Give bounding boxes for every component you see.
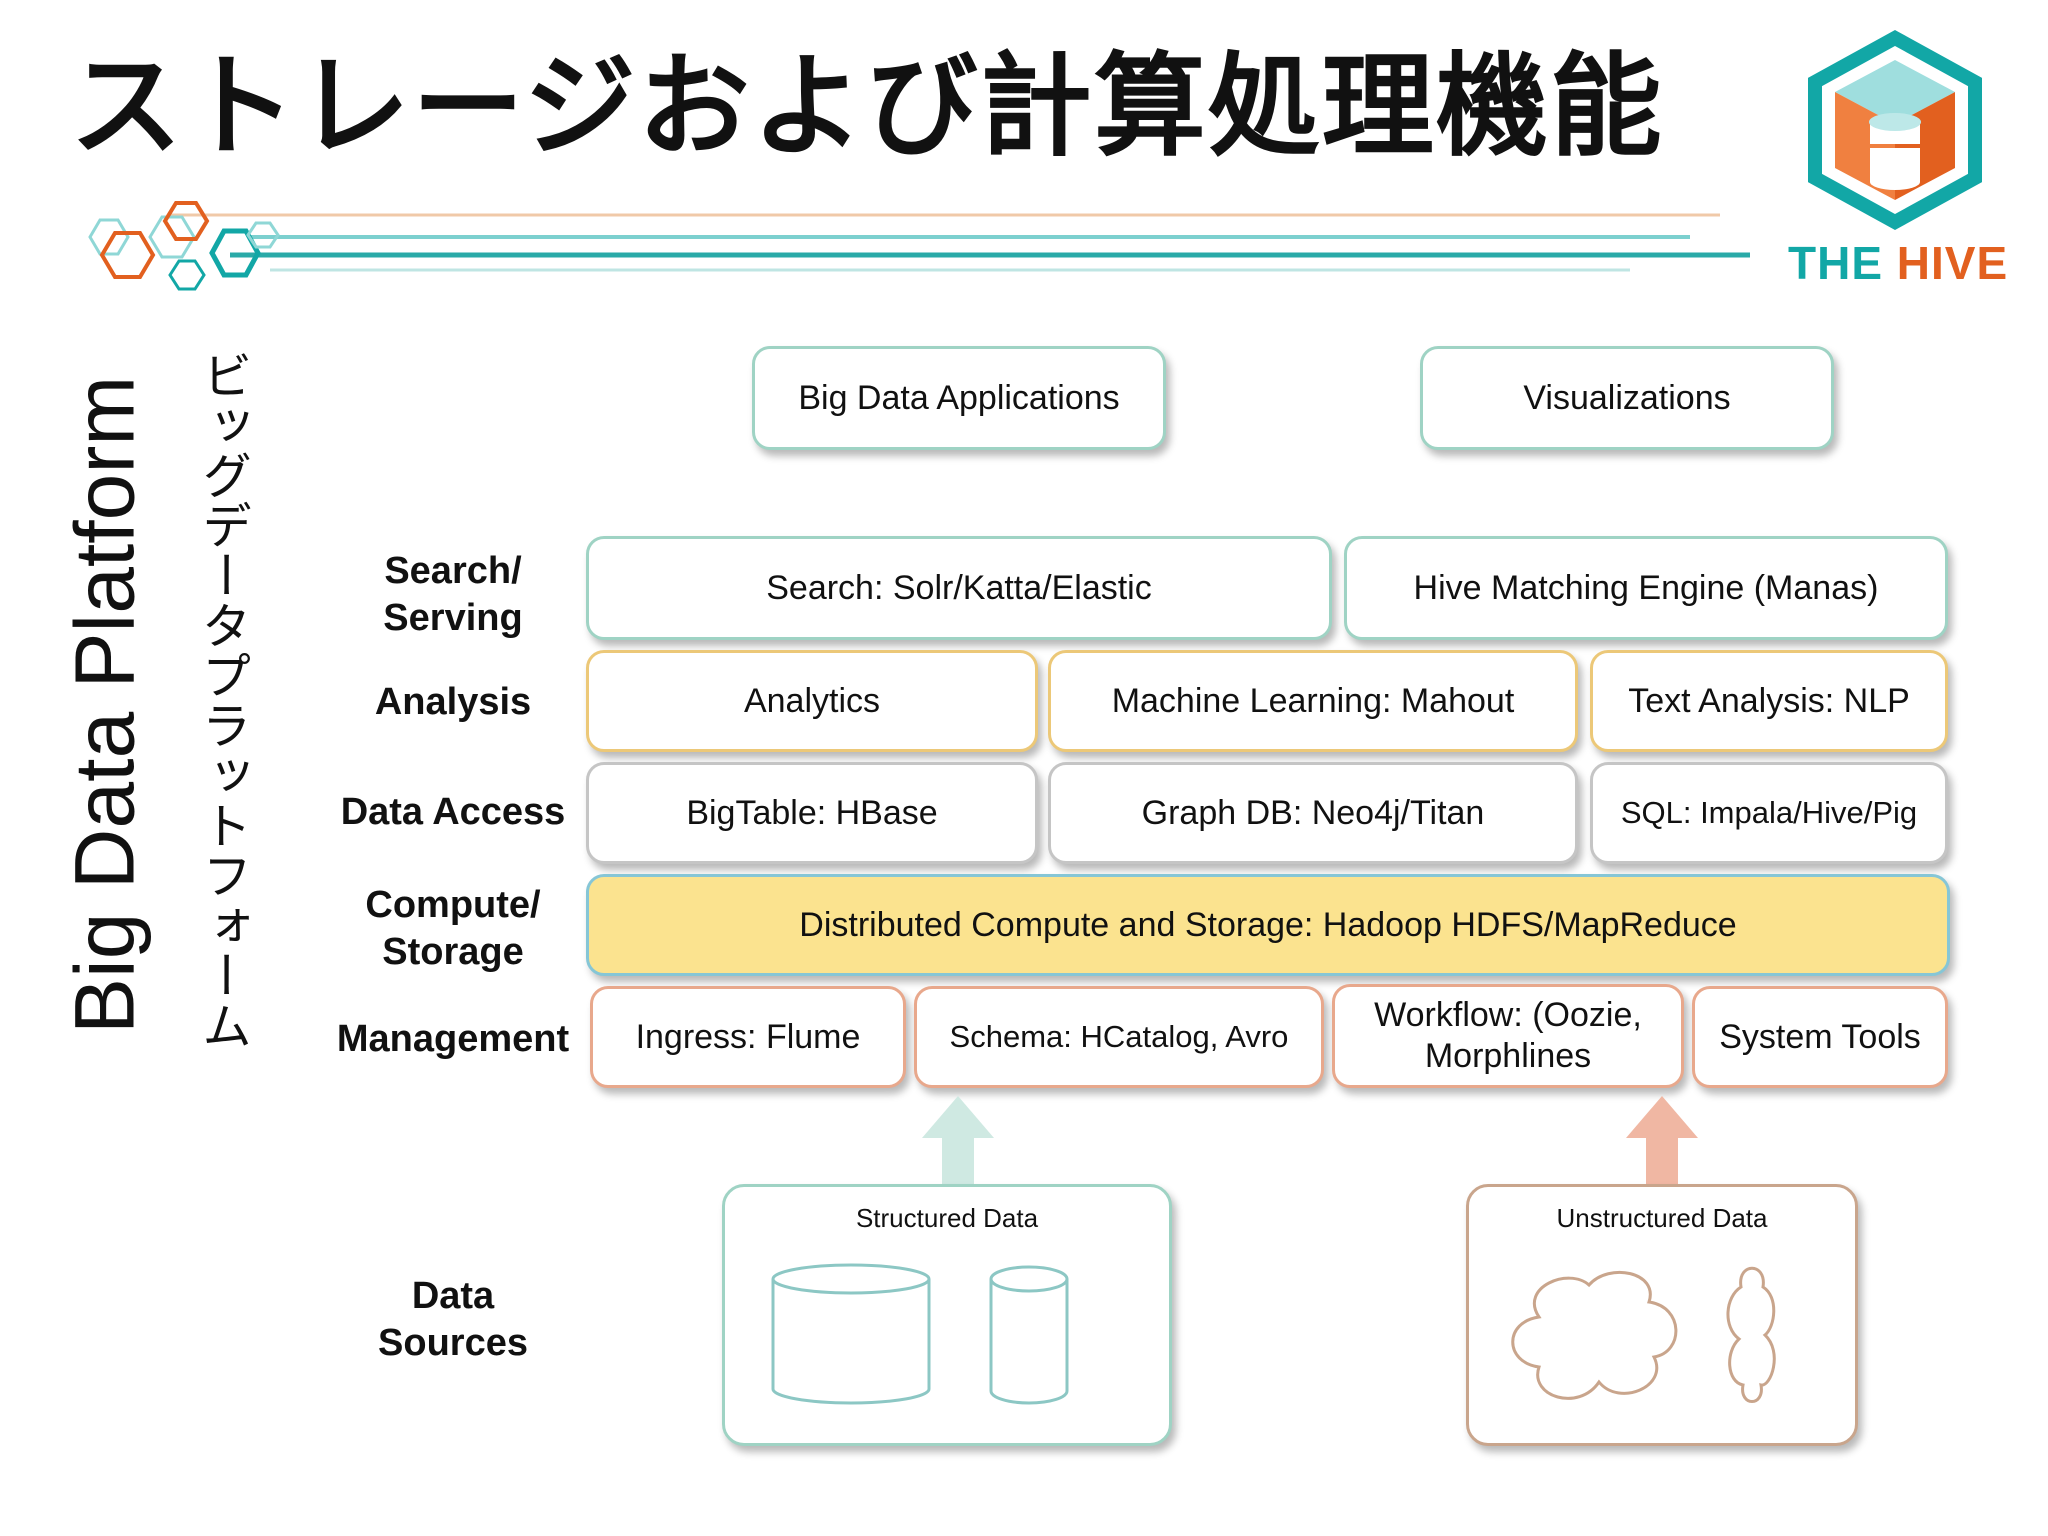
layer-label-data-access: Data Access [340, 791, 566, 834]
structured-data-box: Structured Data [722, 1184, 1172, 1446]
the-hive-logo-icon [1808, 30, 1982, 230]
schema-hcatalog-box: Schema: HCatalog, Avro [914, 986, 1324, 1088]
hexagon-line-decoration [88, 201, 1750, 291]
structured-data-up-arrow [922, 1096, 994, 1184]
graph-db-box: Graph DB: Neo4j/Titan [1048, 762, 1578, 864]
logo-word-the: THE [1788, 237, 1883, 289]
sql-box: SQL: Impala/Hive/Pig [1590, 762, 1948, 864]
text-analysis-box: Text Analysis: NLP [1590, 650, 1948, 752]
unstructured-data-box: Unstructured Data [1466, 1184, 1858, 1446]
layer-label-management: Management [336, 1018, 570, 1061]
search-solr-box: Search: Solr/Katta/Elastic [586, 536, 1332, 640]
visualizations-box: Visualizations [1420, 346, 1834, 450]
big-data-platform-japanese-label: ビッグデータプラットフォーム [194, 350, 252, 1050]
machine-learning-box: Machine Learning: Mahout [1048, 650, 1578, 752]
layer-label-search-serving: Search/ Serving [383, 549, 523, 640]
layer-label-data-sources: Data Sources [378, 1274, 528, 1365]
page-title: ストレージおよび計算処理機能 [70, 42, 1664, 172]
unstructured-data-up-arrow [1626, 1096, 1698, 1184]
system-tools-box: System Tools [1692, 986, 1948, 1088]
layer-label-compute-storage: Compute/ Storage [365, 883, 541, 974]
analytics-box: Analytics [586, 650, 1038, 752]
ingress-flume-box: Ingress: Flume [590, 986, 906, 1088]
logo-wordmark: THE HIVE [1788, 236, 2008, 290]
big-data-applications-box: Big Data Applications [752, 346, 1166, 450]
layer-label-analysis: Analysis [374, 681, 532, 724]
workflow-oozie-box: Workflow: (Oozie, Morphlines [1332, 984, 1684, 1088]
hive-matching-engine-box: Hive Matching Engine (Manas) [1344, 536, 1948, 640]
distributed-compute-box: Distributed Compute and Storage: Hadoop … [586, 874, 1950, 976]
big-data-platform-label: Big Data Platform [57, 375, 152, 1035]
logo-word-hive: HIVE [1896, 237, 2009, 289]
cloud-shapes-icon [1511, 1266, 1776, 1403]
unstructured-data-caption: Unstructured Data [1556, 1203, 1768, 1233]
database-cylinders-icon [771, 1263, 1069, 1405]
structured-data-caption: Structured Data [855, 1203, 1039, 1233]
bigtable-hbase-box: BigTable: HBase [586, 762, 1038, 864]
